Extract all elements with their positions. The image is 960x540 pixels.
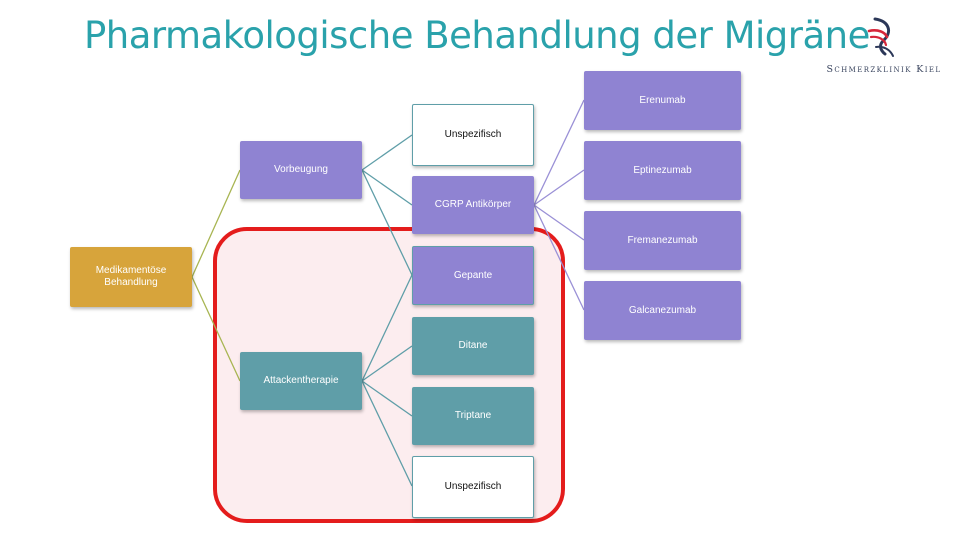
connector-acute-gepante	[361, 274, 413, 382]
connector-cgrp-eptinezumab	[533, 169, 585, 206]
node-cgrp-antikoerper: CGRP Antikörper	[412, 176, 534, 234]
node-attackentherapie-unspezifisch: Unspezifisch	[412, 456, 534, 518]
connector-root-prevention	[191, 169, 241, 278]
winged-figure-icon	[867, 17, 894, 57]
node-attackentherapie: Attackentherapie	[240, 352, 362, 410]
connector-prevention-unspecific	[361, 134, 413, 171]
node-vorbeugung: Vorbeugung	[240, 141, 362, 199]
node-eptinezumab: Eptinezumab	[584, 141, 741, 200]
node-medikamentoese-behandlung: Medikamentöse Behandlung	[70, 247, 192, 307]
node-ditane: Ditane	[412, 317, 534, 375]
clinic-logo: Schmerzklinik Kiel	[820, 16, 948, 80]
node-fremanezumab: Fremanezumab	[584, 211, 741, 270]
page-title: Pharmakologische Behandlung der Migräne	[84, 14, 870, 57]
connector-cgrp-erenumab	[533, 99, 585, 206]
node-erenumab: Erenumab	[584, 71, 741, 130]
clinic-name: Schmerzklinik Kiel	[826, 64, 942, 75]
connector-acute-unspecific	[361, 380, 413, 487]
connector-root-acute	[191, 276, 241, 382]
connector-cgrp-galcanezumab	[533, 204, 585, 311]
connector-cgrp-fremanezumab	[533, 204, 585, 241]
node-triptane: Triptane	[412, 387, 534, 445]
connector-prevention-gepante	[361, 169, 413, 276]
connector-acute-triptane	[361, 380, 413, 417]
node-gepante: Gepante	[412, 246, 534, 305]
connector-prevention-cgrp	[361, 169, 413, 206]
node-galcanezumab: Galcanezumab	[584, 281, 741, 340]
connector-acute-ditane	[361, 345, 413, 382]
node-vorbeugung-unspezifisch: Unspezifisch	[412, 104, 534, 166]
